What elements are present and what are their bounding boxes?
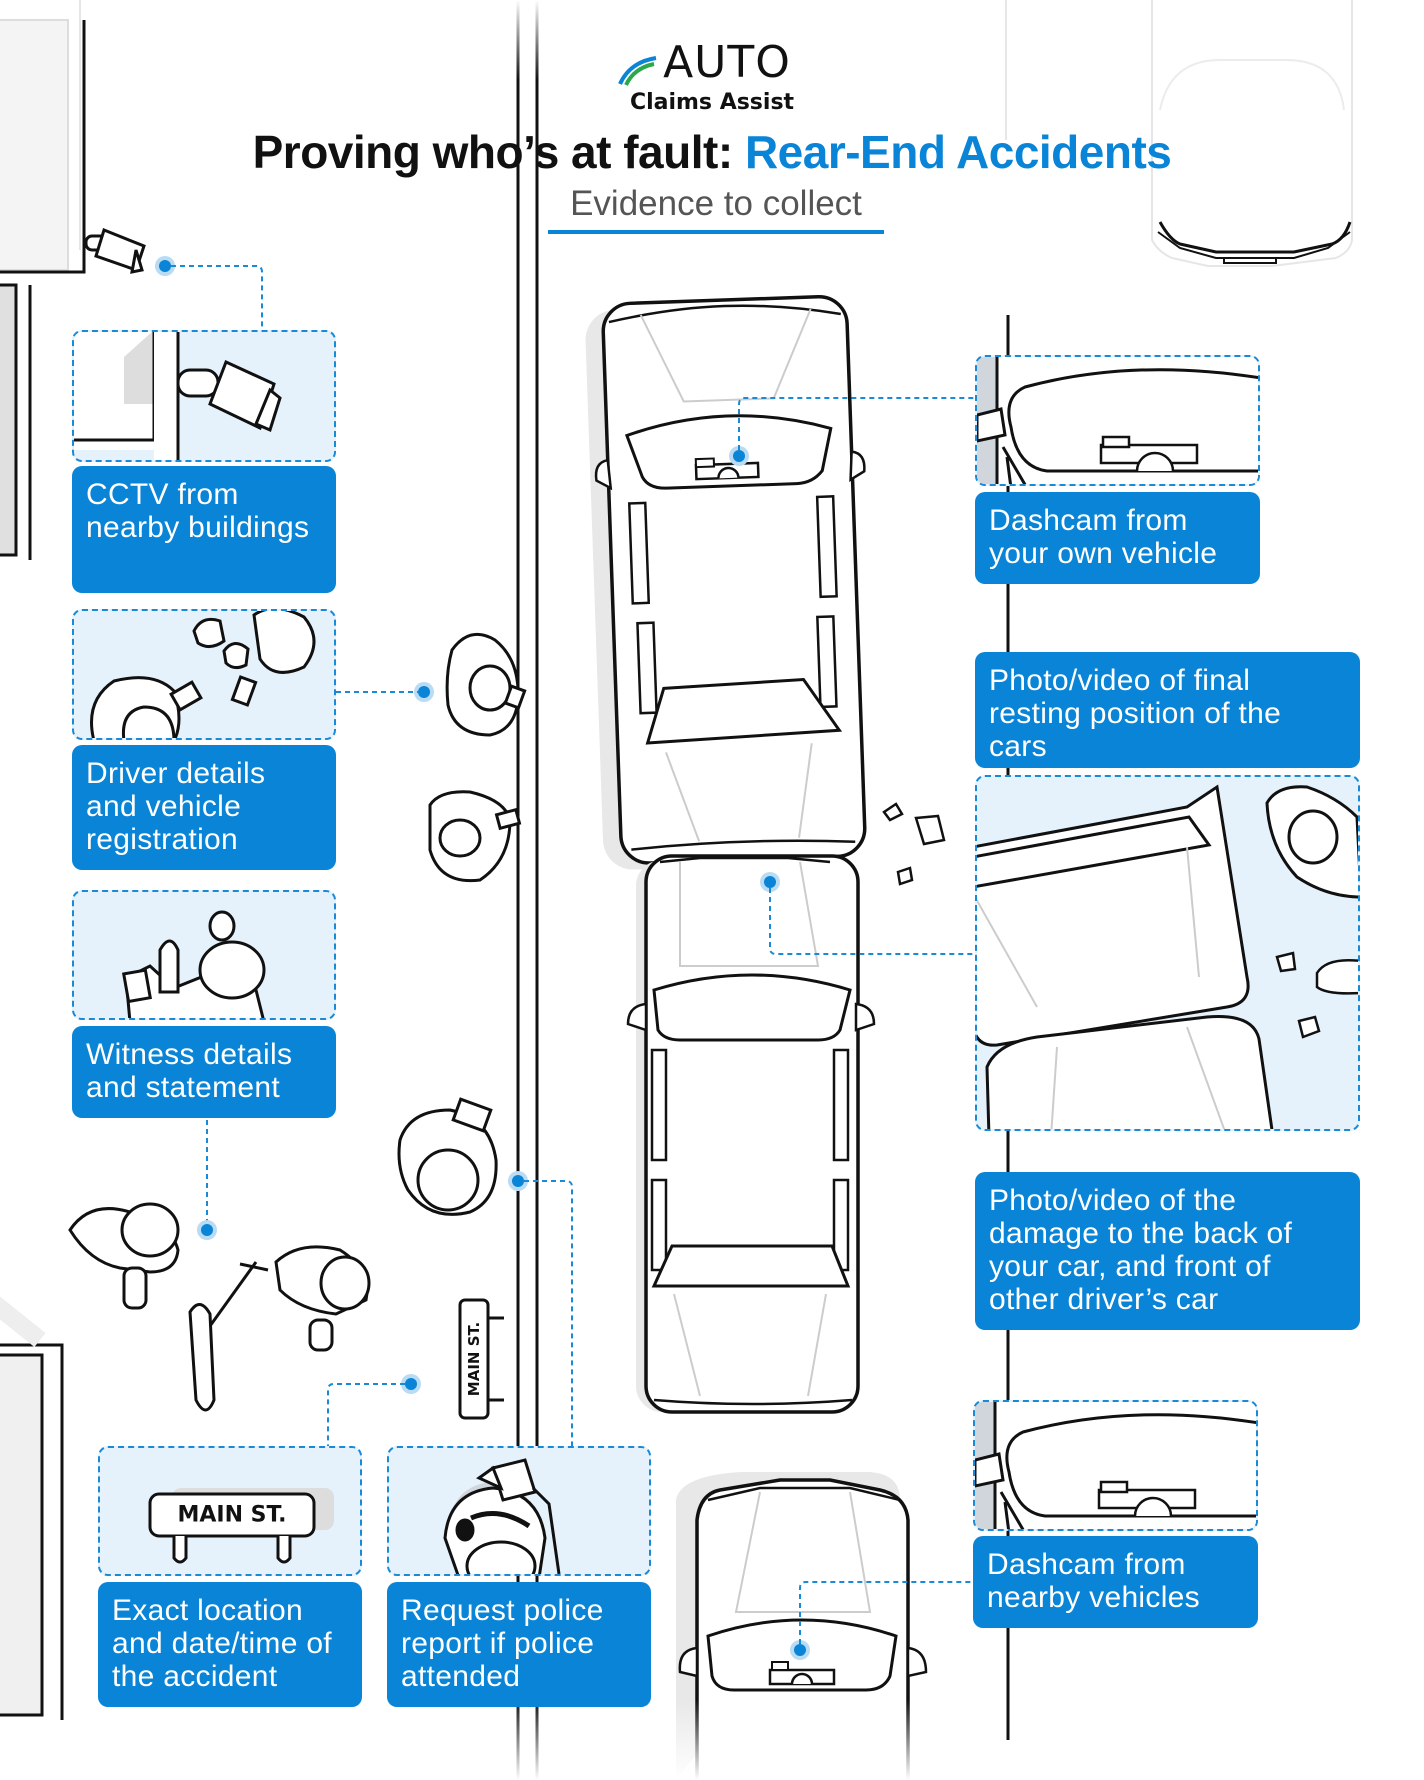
street-sign-sidewalk: MAIN ST. xyxy=(458,1298,504,1420)
dashcam-own-card-image xyxy=(975,355,1260,486)
street-sign-text: MAIN ST. xyxy=(177,1503,286,1528)
building-top-left xyxy=(0,19,86,560)
cars-position-icon xyxy=(977,784,1358,1129)
cctv-camera-icon xyxy=(74,332,282,460)
dashcam-own-card-label: Dashcam from your own vehicle xyxy=(975,492,1260,584)
witness-connector xyxy=(197,1120,217,1240)
dashcam-own-connector xyxy=(729,397,975,466)
damage-card-label: Photo/video of the damage to the back of… xyxy=(975,1172,1360,1330)
cctv-card-image xyxy=(72,330,336,462)
title-main: Proving who’s at fault: xyxy=(252,126,745,178)
resting-position-connector xyxy=(760,872,978,955)
driver-card-label: Driver details and vehicle registration xyxy=(72,745,336,870)
brand-logo-subtitle: Claims Assist xyxy=(629,90,795,115)
location-connector xyxy=(327,1374,421,1446)
dashcam-icon xyxy=(977,357,1258,484)
car-front-vehicle xyxy=(585,294,867,870)
location-card-image: MAIN ST. xyxy=(98,1446,362,1576)
dashcam-icon xyxy=(975,1402,1256,1529)
police-card-image xyxy=(387,1446,651,1576)
witness-card-label: Witness details and statement xyxy=(72,1026,336,1118)
street-sign-text: MAIN ST. xyxy=(465,1322,483,1396)
witness-pedestrians xyxy=(68,1202,371,1412)
brand-logo-wordmark: AUTO xyxy=(663,37,791,88)
page-title: Proving who’s at fault: Rear-End Acciden… xyxy=(0,126,1424,178)
cctv-card-label: CCTV from nearby buildings xyxy=(72,466,336,593)
building-bottom-left xyxy=(0,1296,64,1720)
police-card-label: Request police report if police attended xyxy=(387,1582,651,1707)
drivers-on-sidewalk xyxy=(428,632,527,883)
dashcam-nearby-card-image xyxy=(973,1400,1258,1531)
witness-icon xyxy=(121,910,266,1018)
title-accent: Rear-End Accidents xyxy=(744,126,1172,178)
witness-card-image xyxy=(72,890,336,1020)
logo-swoosh-icon xyxy=(618,56,657,86)
dashcam-nearby-card-label: Dashcam from nearby vehicles xyxy=(973,1536,1258,1628)
cctv-connector xyxy=(155,256,263,330)
resting-position-card-label: Photo/video of final resting position of… xyxy=(975,652,1360,768)
subtitle-underline xyxy=(548,230,884,234)
car-rear-vehicle xyxy=(626,854,876,1414)
drivers-exchanging-details-icon xyxy=(90,611,316,738)
driver-details-connector xyxy=(336,682,434,702)
street-sign-icon: MAIN ST. xyxy=(148,1488,334,1564)
driver-card-image xyxy=(72,609,336,740)
police-officer-figure xyxy=(397,1097,498,1216)
cctv-camera-icon xyxy=(84,228,146,274)
page-subtitle: Evidence to collect xyxy=(570,184,862,223)
dashcam-nearby-connector xyxy=(790,1581,973,1660)
police-officer-icon xyxy=(443,1458,561,1574)
faint-background-lines xyxy=(79,0,1007,250)
car-nearby-vehicle xyxy=(670,1472,930,1780)
location-card-label: Exact location and date/time of the acci… xyxy=(98,1582,362,1707)
resting-position-card-image xyxy=(975,775,1360,1131)
debris-pieces xyxy=(882,802,946,886)
police-connector xyxy=(508,1171,573,1446)
car-top-right-faded xyxy=(1151,0,1353,267)
